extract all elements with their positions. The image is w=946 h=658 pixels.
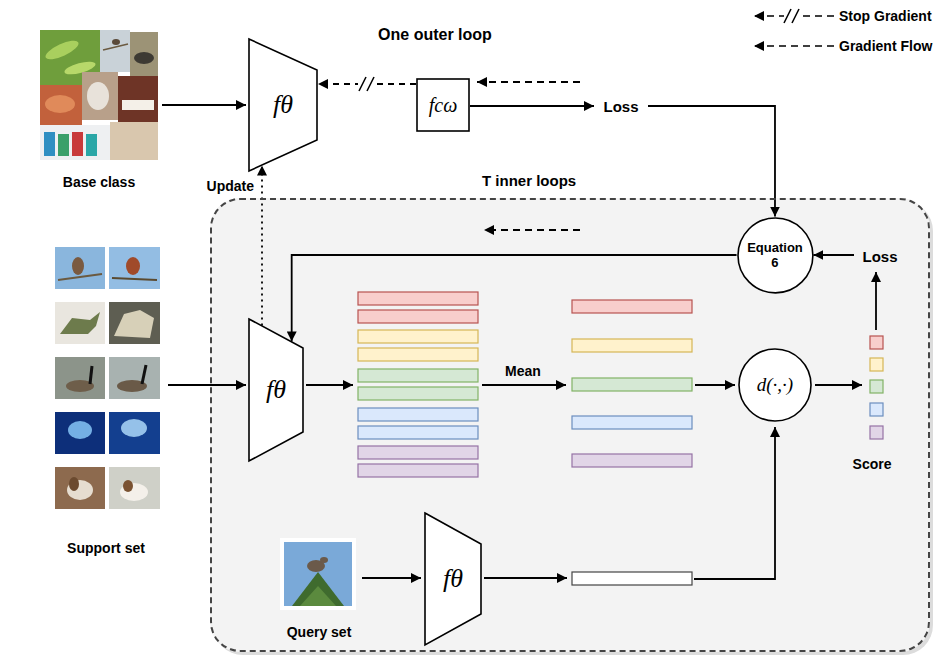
encoder-block: fθ	[424, 512, 482, 646]
flow-arrow	[813, 254, 854, 256]
legend-text: Gradient Flow	[839, 38, 932, 55]
encoder-block: fθ	[248, 38, 318, 172]
trapezoid-outline	[249, 39, 317, 171]
node-text: Loss	[603, 98, 638, 115]
image-caption: Base class	[63, 174, 135, 191]
edge-label: Update	[207, 177, 254, 194]
image-caption: Score	[853, 456, 892, 473]
score-squares	[870, 336, 883, 439]
box-outline	[417, 79, 469, 131]
query-image	[280, 538, 356, 610]
encoder-block: fθ	[248, 318, 304, 462]
support-set-images	[55, 247, 160, 509]
node-text: fθ	[273, 90, 293, 120]
trapezoid-outline	[425, 513, 481, 645]
node-text: Loss	[862, 248, 897, 265]
node-text: d(·,·)	[757, 374, 793, 396]
classifier-box: fcω	[416, 78, 470, 132]
inner-loop-region: Equation 6Lossfθd(·,·)fθT inner loops	[210, 198, 930, 652]
legend-text: Stop Gradient	[839, 8, 932, 25]
trapezoid-outline	[249, 319, 303, 461]
loss-text: Loss	[857, 245, 903, 268]
arrow-label: Mean	[505, 363, 541, 380]
section-title: One outer loop	[378, 25, 492, 44]
equation-circle: Equation 6	[737, 217, 814, 294]
distance-circle: d(·,·)	[738, 348, 812, 422]
loss-text: Loss	[597, 95, 645, 118]
image-caption: Query set	[287, 624, 352, 641]
node-text: fθ	[443, 564, 463, 594]
stop-gradient-mark	[358, 76, 376, 92]
inner-loop-region-outline	[212, 200, 512, 350]
feature-bars	[358, 292, 692, 585]
legend-sample	[754, 8, 834, 46]
image-caption: Support set	[67, 540, 145, 557]
circle-outline	[739, 349, 811, 421]
node-text: fθ	[266, 375, 286, 405]
node-text: Equation 6	[744, 240, 806, 270]
base-class-images	[40, 30, 158, 160]
circle-outline	[738, 218, 813, 293]
flow-arrow	[292, 255, 737, 341]
gradient-arrow	[261, 166, 263, 326]
region-heading: T inner loops	[482, 172, 576, 189]
flow-arrow	[470, 105, 594, 107]
node-text: fcω	[429, 94, 458, 117]
region-ground	[210, 198, 933, 655]
